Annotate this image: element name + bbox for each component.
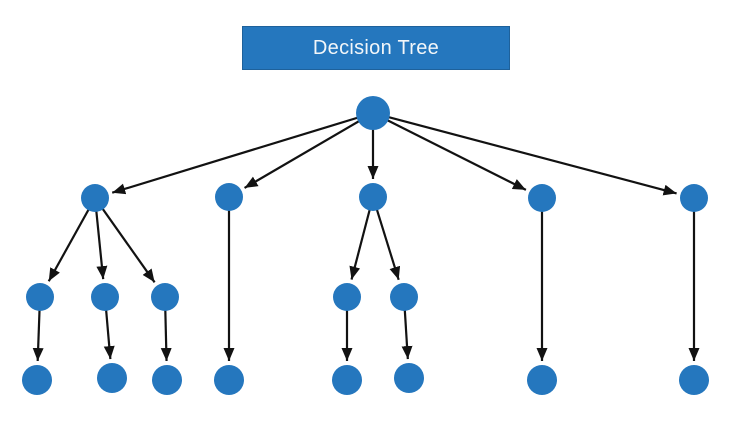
title-bar: Decision Tree (242, 26, 510, 70)
diagram-title: Decision Tree (312, 37, 440, 59)
tree-edge-n1-n1c (94, 197, 156, 283)
tree-edge-root-n2 (243, 112, 374, 189)
tree-node-n2 (215, 183, 243, 211)
tree-node-l2 (97, 363, 127, 393)
tree-node-l8 (679, 365, 709, 395)
tree-node-l3 (152, 365, 182, 395)
tree-edge-root-n5 (372, 111, 677, 196)
tree-node-l6 (394, 363, 424, 393)
tree-node-n3a (333, 283, 361, 311)
tree-node-root (356, 96, 390, 130)
tree-node-n1a (26, 283, 54, 311)
tree-node-l4 (214, 365, 244, 395)
tree-edge-root-n4 (372, 112, 527, 191)
tree-edge-n3-n3b (371, 196, 401, 281)
tree-edge-n1-n1a (47, 197, 96, 282)
tree-node-n1b (91, 283, 119, 311)
tree-node-n3 (359, 183, 387, 211)
tree-node-n1 (81, 184, 109, 212)
tree-edge-n3-n3a (349, 196, 375, 280)
tree-node-n4 (528, 184, 556, 212)
tree-node-l5 (332, 365, 362, 395)
tree-node-n5 (680, 184, 708, 212)
tree-edge-root-n1 (111, 111, 374, 195)
tree-node-l1 (22, 365, 52, 395)
tree-node-n3b (390, 283, 418, 311)
tree-node-l7 (527, 365, 557, 395)
tree-node-n1c (151, 283, 179, 311)
